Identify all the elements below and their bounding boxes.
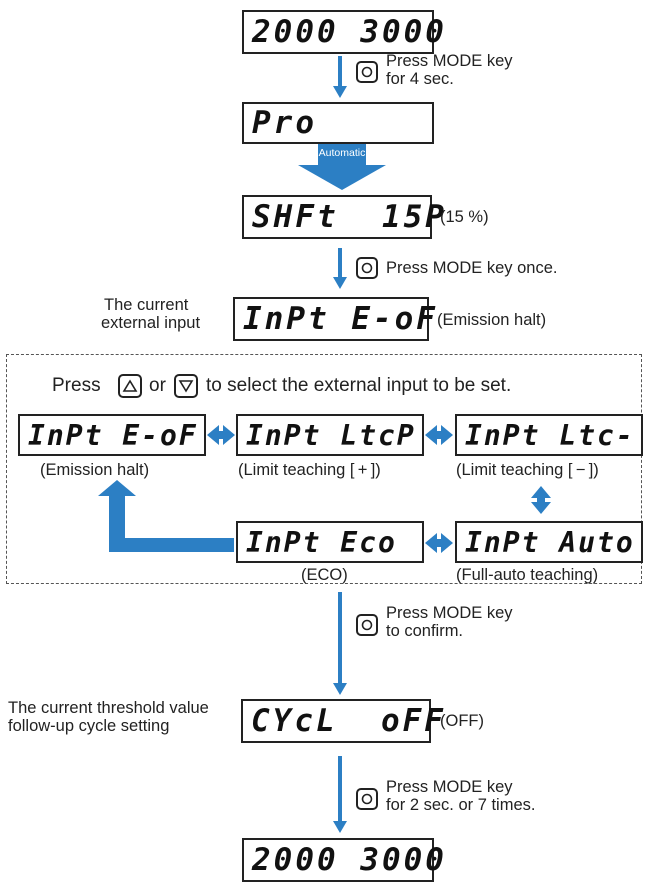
current-threshold-line2: follow-up cycle setting: [8, 717, 170, 735]
limit-plus-caption: (Limit teaching [ + ]): [238, 461, 381, 479]
current-external-input-line2: external input: [101, 314, 201, 332]
display-top: 2000 3000: [242, 10, 444, 54]
shft-note: (15 %): [440, 208, 489, 226]
selection-box: [6, 354, 642, 584]
emission-halt-note: (Emission halt): [437, 311, 547, 329]
return-arrow: [98, 480, 234, 552]
double-arrow-vertical: [531, 486, 551, 514]
press-mode-final-line2: for 2 sec. or 7 times.: [386, 796, 536, 814]
mode-key-icon: [356, 788, 378, 810]
down-arrow-3: [333, 592, 347, 695]
display-bottom: 2000 3000: [242, 838, 444, 882]
automatic-arrow: [298, 143, 386, 190]
select-rest-text: to select the external input to be set.: [206, 375, 512, 396]
display-limit-plus: InPt LtcP: [236, 414, 424, 456]
down-arrow-1: [333, 56, 347, 98]
display-emission-halt: InPt E-oF: [18, 414, 206, 456]
mode-key-icon: [356, 257, 378, 279]
display-cycl: CYcL oFF: [241, 699, 443, 743]
full-auto-caption: (Full-auto teaching): [456, 566, 599, 584]
double-arrow-2: [425, 425, 453, 445]
off-note: (OFF): [440, 712, 484, 730]
automatic-label: Automatic: [318, 147, 366, 159]
press-mode-4sec-line1: Press MODE key: [386, 52, 513, 70]
display-current-input: InPt E-oF: [233, 297, 435, 341]
current-external-input-line1: The current: [104, 296, 189, 314]
display-eco: InPt Eco: [236, 521, 424, 563]
press-mode-final-line1: Press MODE key: [386, 778, 513, 796]
limit-minus-caption: (Limit teaching [ − ]): [456, 461, 599, 479]
display-pro: Pro: [242, 102, 434, 144]
press-mode-once: Press MODE key once.: [386, 259, 558, 277]
mode-key-icon: [356, 614, 378, 636]
up-key-icon: [118, 374, 142, 398]
mode-key-icon: [356, 61, 378, 83]
double-arrow-1: [207, 425, 235, 445]
press-mode-4sec-line2: for 4 sec.: [386, 70, 454, 88]
eco-caption: (ECO): [301, 566, 348, 584]
down-arrow-2: [333, 248, 347, 289]
press-mode-confirm-line1: Press MODE key: [386, 604, 513, 622]
double-arrow-3: [425, 533, 453, 553]
display-shft: SHFt 15P: [242, 195, 444, 239]
select-or-text: or: [149, 375, 166, 396]
display-limit-minus: InPt Ltc-: [455, 414, 643, 456]
select-press-text: Press: [52, 375, 101, 396]
emission-halt-caption: (Emission halt): [40, 461, 150, 479]
display-full-auto: InPt Auto: [455, 521, 643, 563]
current-threshold-line1: The current threshold value: [8, 699, 209, 717]
down-key-icon: [174, 374, 198, 398]
press-mode-confirm-line2: to confirm.: [386, 622, 464, 640]
down-arrow-4: [333, 756, 347, 833]
